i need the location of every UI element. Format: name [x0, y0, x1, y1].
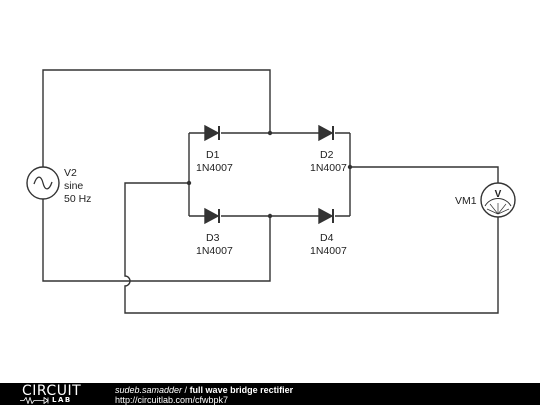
source-type-label: sine [64, 180, 83, 192]
diode-d3-symbol[interactable] [204, 207, 220, 225]
circuit-title: full wave bridge rectifier [189, 385, 294, 395]
junction-dot [267, 213, 273, 219]
ac-source-symbol[interactable] [26, 166, 60, 200]
diode-d1-part: 1N4007 [196, 162, 233, 174]
meter-ref-label: VM1 [455, 195, 477, 207]
meter-scale-icon [484, 197, 512, 207]
wire-top-loop [42, 69, 271, 167]
junction-dot [186, 180, 192, 186]
diode-d2-part: 1N4007 [310, 162, 347, 174]
logo-text-bottom: LAB [52, 396, 72, 404]
wire-output-negative [124, 182, 499, 314]
circuit-url[interactable]: http://circuitlab.com/cfwbpk7 [115, 395, 229, 405]
diode-d3-part: 1N4007 [196, 245, 233, 257]
credit-separator: / [182, 385, 190, 395]
source-name-label: V2 [64, 167, 77, 179]
circuitlab-logo-sub: LAB [20, 396, 72, 404]
diode-d2-ref: D2 [320, 149, 334, 161]
wire-source-bottom [42, 199, 271, 282]
diode-d3-ref: D3 [206, 232, 220, 244]
author-name[interactable]: sudeb.samadder [115, 385, 183, 395]
circuitlab-logo[interactable]: CIRCUIT [22, 384, 81, 398]
schematic-canvas: V2 sine 50 Hz D1 1N4007 D2 1N4007 D3 1N4… [26, 69, 516, 314]
credit-line: sudeb.samadder / full wave bridge rectif… [115, 385, 293, 395]
wires [42, 69, 499, 314]
resistor-icon [20, 397, 49, 404]
source-frequency-label: 50 Hz [64, 193, 91, 205]
voltmeter-symbol[interactable]: V [480, 182, 516, 218]
wire-output-positive [350, 166, 499, 183]
junction-dot [267, 130, 273, 136]
diode-d2-symbol[interactable] [318, 124, 334, 142]
meter-symbol-label: V [495, 189, 502, 200]
junction-dot [347, 164, 353, 170]
diode-d1-ref: D1 [206, 149, 220, 161]
diode-d1-symbol[interactable] [204, 124, 220, 142]
meter-needle-icon [486, 203, 510, 215]
sine-wave-icon [33, 176, 53, 190]
diode-d4-part: 1N4007 [310, 245, 347, 257]
junctions [186, 130, 353, 219]
diode-d4-symbol[interactable] [318, 207, 334, 225]
footer-bar: CIRCUIT LAB sudeb.samadder / full wave b… [0, 383, 540, 405]
logo-text-top: CIRCUIT [22, 383, 82, 399]
diode-d4-ref: D4 [320, 232, 334, 244]
